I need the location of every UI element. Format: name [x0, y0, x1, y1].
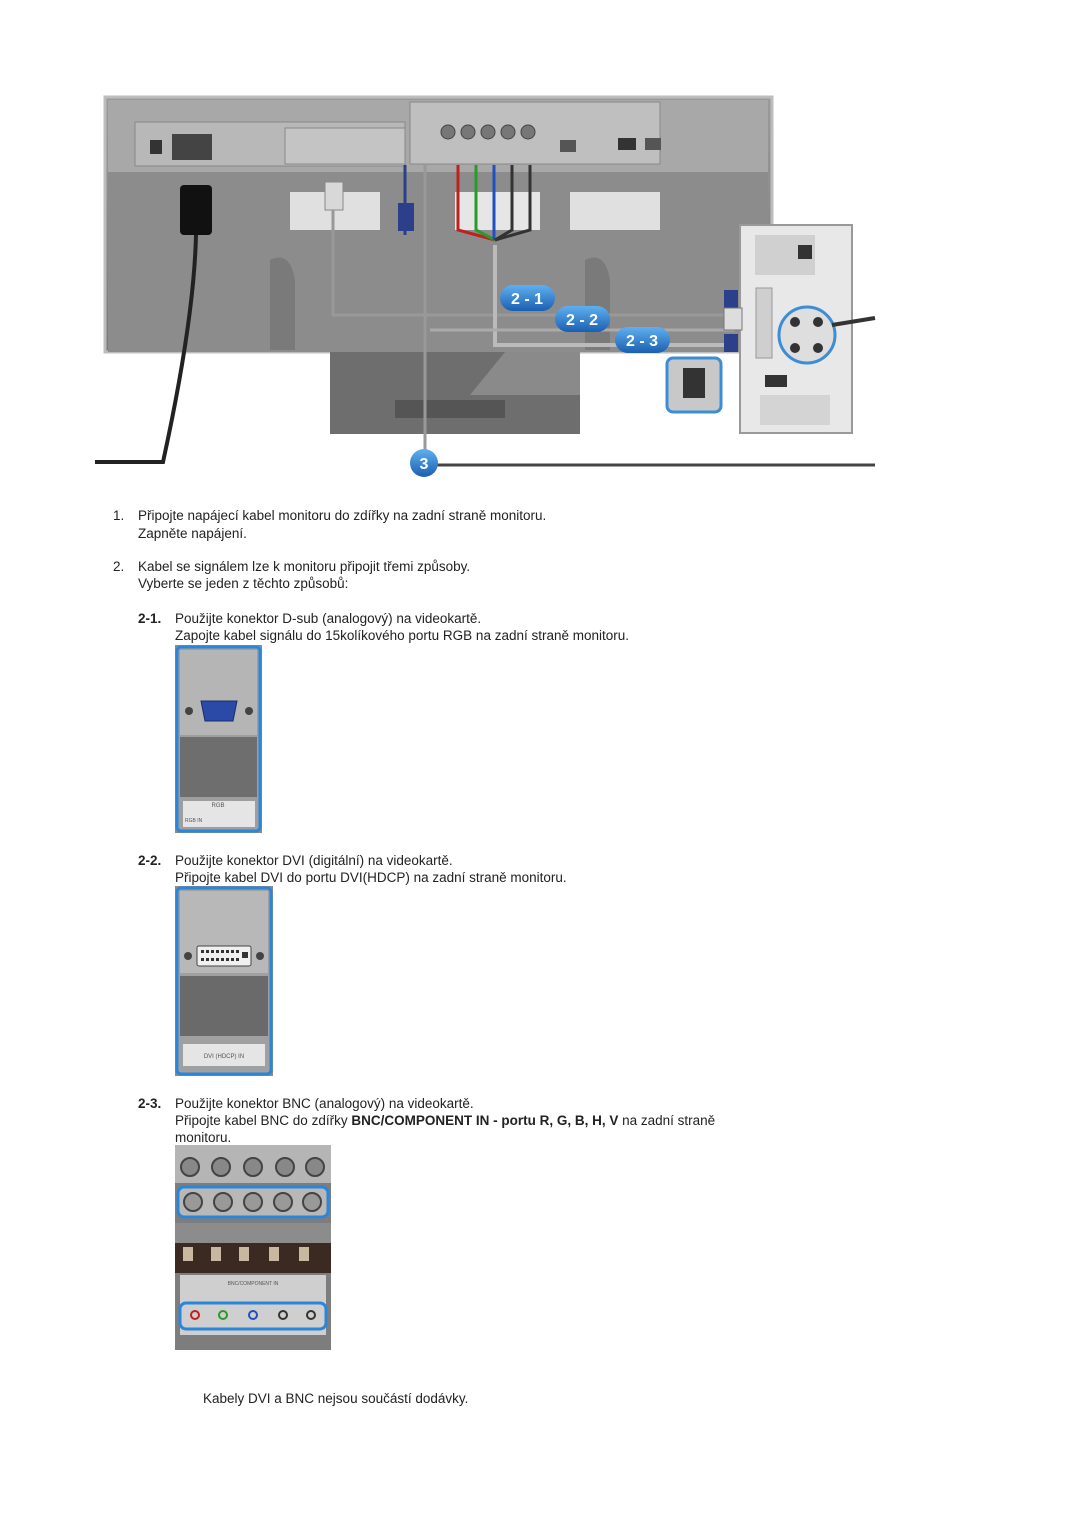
- text-segment: na zadní straně: [618, 1113, 716, 1128]
- rgb-port-photo: RGB RGB IN: [175, 645, 262, 833]
- substep-text: Použijte konektor BNC (analogový) na vid…: [175, 1096, 474, 1111]
- dvi-port-photo: DVI (HDCP) IN: [175, 886, 273, 1076]
- connection-diagram: 2 - 1 2 - 2 2 - 3 3: [95, 95, 876, 477]
- svg-text:2 - 2: 2 - 2: [566, 312, 598, 329]
- substep-number: 2-3.: [138, 1096, 162, 1111]
- dvi-label: DVI (HDCP) IN: [204, 1054, 244, 1060]
- step-number: 1.: [113, 508, 125, 523]
- step-text: Připojte napájecí kabel monitoru do zdíř…: [138, 508, 547, 523]
- substep-text: Použijte konektor DVI (digitální) na vid…: [175, 853, 453, 868]
- step-text: Zapněte napájení.: [138, 526, 247, 541]
- bnc-component-label: BNC/COMPONENT IN: [228, 1281, 279, 1287]
- text-segment: Připojte kabel BNC do zdířky: [175, 1113, 352, 1128]
- substep-text: monitoru.: [175, 1130, 232, 1145]
- substep-text: Zapojte kabel signálu do 15kolíkového po…: [175, 628, 630, 643]
- computer-tower-image: [665, 224, 876, 434]
- bnc-port-photo: BNC/COMPONENT IN: [175, 1145, 331, 1350]
- rgb-label: RGB: [211, 803, 224, 809]
- badge-2-1: 2 - 1: [500, 285, 555, 311]
- badge-2-3: 2 - 3: [615, 327, 670, 353]
- bnc-port-emphasis: BNC/COMPONENT IN - portu R, G, B, H, V: [351, 1113, 619, 1128]
- substep-text: Použijte konektor D-sub (analogový) na v…: [175, 611, 482, 626]
- note-text: Kabely DVI a BNC nejsou součástí dodávky…: [203, 1391, 469, 1406]
- svg-text:2 - 1: 2 - 1: [511, 291, 543, 308]
- substep-number: 2-2.: [138, 853, 162, 868]
- monitor-back-image: [103, 95, 774, 434]
- power-cable: [95, 185, 212, 464]
- badge-2-2: 2 - 2: [555, 306, 610, 332]
- step-text: Vyberte se jeden z těchto způsobů:: [138, 576, 349, 591]
- substep-text-bnc: Připojte kabel BNC do zdířky BNC/COMPONE…: [175, 1112, 715, 1130]
- step-text: Kabel se signálem lze k monitoru připoji…: [138, 559, 471, 574]
- rgb-in-label: RGB IN: [185, 818, 203, 824]
- svg-text:2 - 3: 2 - 3: [626, 333, 658, 350]
- substep-number: 2-1.: [138, 611, 162, 626]
- substep-text: Připojte kabel DVI do portu DVI(HDCP) na…: [175, 870, 567, 885]
- svg-text:3: 3: [420, 456, 429, 473]
- badge-3: 3: [410, 449, 438, 477]
- step-number: 2.: [113, 559, 125, 574]
